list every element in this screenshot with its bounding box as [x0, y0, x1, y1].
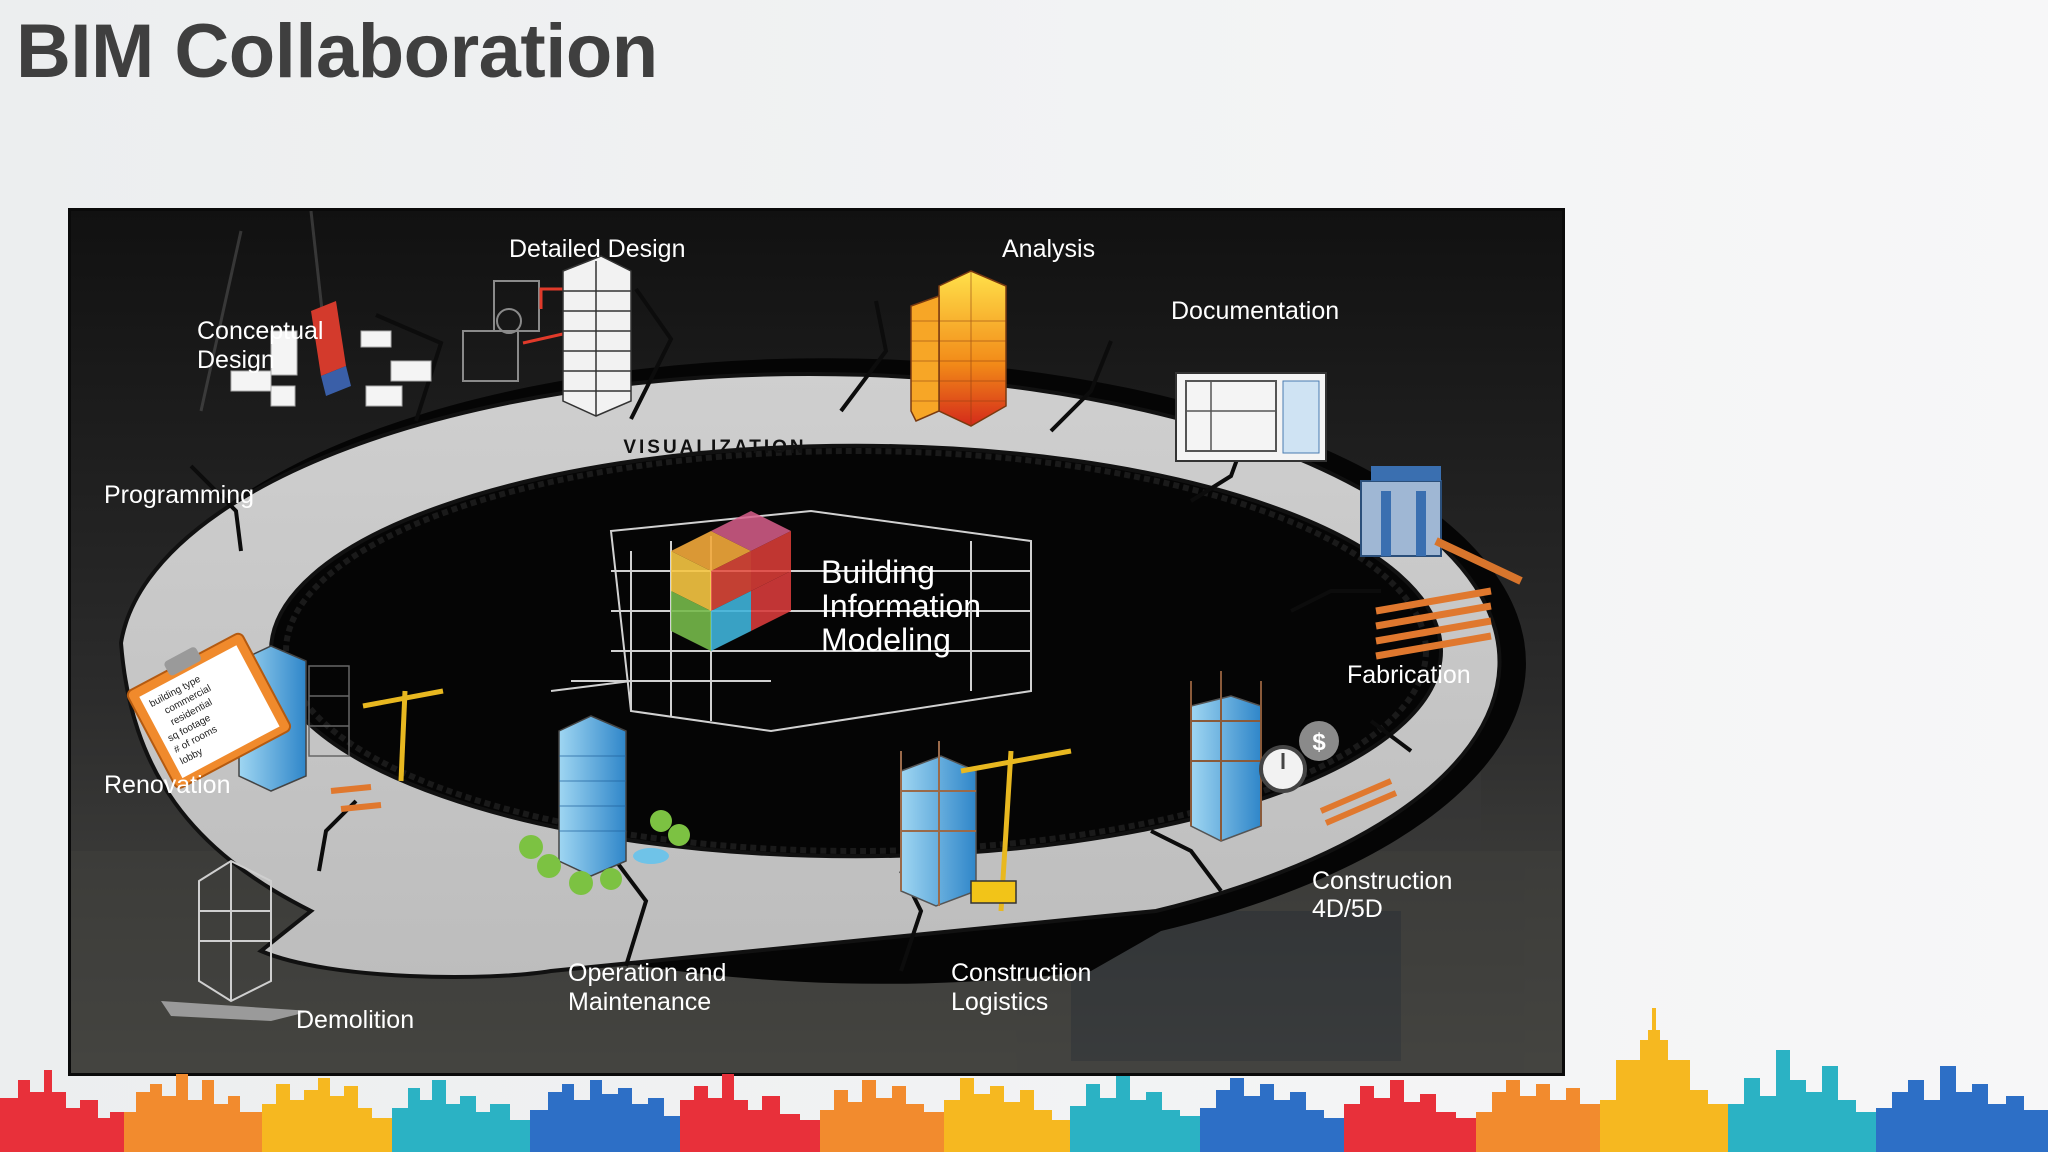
stage-detailed-design: Detailed Design	[509, 235, 686, 263]
slide-title: BIM Collaboration	[16, 9, 658, 94]
svg-text:$: $	[1312, 729, 1326, 756]
bim-label-line1: Building	[821, 554, 935, 590]
stage-renovation: Renovation	[104, 771, 230, 799]
skyline-red-3	[1344, 1080, 1476, 1152]
stage-documentation: Documentation	[1171, 297, 1339, 325]
detailed-design-illustration	[462, 255, 632, 417]
skyline-red-1	[0, 1070, 124, 1152]
skyline-blue-2	[1200, 1078, 1344, 1152]
ring-inner-edge	[283, 448, 1429, 854]
skyline-teal-2	[1070, 1076, 1200, 1152]
skyline-yellow-1	[262, 1078, 392, 1152]
detailed-tower	[562, 255, 632, 417]
demolition-illustration	[161, 859, 311, 1021]
stage-operation-maintenance-line1: Operation and	[568, 959, 726, 987]
stage-analysis: Analysis	[1002, 235, 1095, 263]
stage-construction-4d5d-line2: 4D/5D	[1312, 895, 1383, 923]
dollar-icon	[1299, 721, 1339, 761]
construction-logistics-illustration	[900, 741, 1072, 912]
stage-demolition: Demolition	[296, 1006, 414, 1034]
bim-lifecycle-diagram: VISUALIZATION Building Information Model…	[68, 208, 1565, 1076]
skyline-yellow-3	[1600, 1008, 1728, 1152]
bim-label-line2: Information	[821, 588, 981, 624]
stage-conceptual-design-line1: Conceptual	[197, 317, 323, 345]
skyline-teal-1	[392, 1080, 530, 1152]
analysis-illustration	[910, 270, 1007, 427]
skyline-orange-3	[1476, 1080, 1600, 1152]
bim-label-line3: Modeling	[821, 622, 951, 658]
stage-fabrication: Fabrication	[1347, 661, 1471, 689]
skyline-orange-2	[820, 1080, 944, 1152]
stage-construction-logistics-line2: Logistics	[951, 988, 1048, 1016]
skyline-blue-1	[530, 1080, 680, 1152]
tree-icons	[519, 810, 690, 895]
segment-dividers	[164, 287, 1413, 972]
stage-construction-4d5d-line1: Construction	[1312, 867, 1452, 895]
programming-clipboard-illustration: building type commercial residential sq …	[126, 632, 292, 789]
skyline-orange-1	[124, 1074, 262, 1152]
conceptual-design-illustration	[230, 301, 432, 407]
stage-construction-logistics-line1: Construction	[951, 959, 1091, 987]
stage-operation-maintenance-line2: Maintenance	[568, 988, 711, 1016]
stage-conceptual-design-line2: Design	[197, 346, 275, 374]
operation-maintenance-illustration	[519, 715, 690, 895]
skyline-yellow-2	[944, 1078, 1070, 1152]
construction-4d5d-illustration: $	[1190, 671, 1398, 842]
skyline-footer	[0, 1008, 2048, 1152]
skyline-blue-3	[1876, 1066, 2048, 1152]
ring-label: VISUALIZATION	[623, 437, 806, 458]
skyline-red-2	[680, 1074, 820, 1152]
crane-icon	[362, 688, 444, 782]
stage-programming: Programming	[104, 481, 254, 509]
skyline-teal-3	[1728, 1050, 1876, 1152]
bim-logo-cubes	[671, 511, 791, 651]
lifecycle-ring	[118, 371, 1502, 979]
fabrication-illustration	[1360, 466, 1523, 660]
bim-center-graphic: Building Information Modeling	[550, 509, 1032, 733]
documentation-illustration	[1175, 372, 1327, 462]
